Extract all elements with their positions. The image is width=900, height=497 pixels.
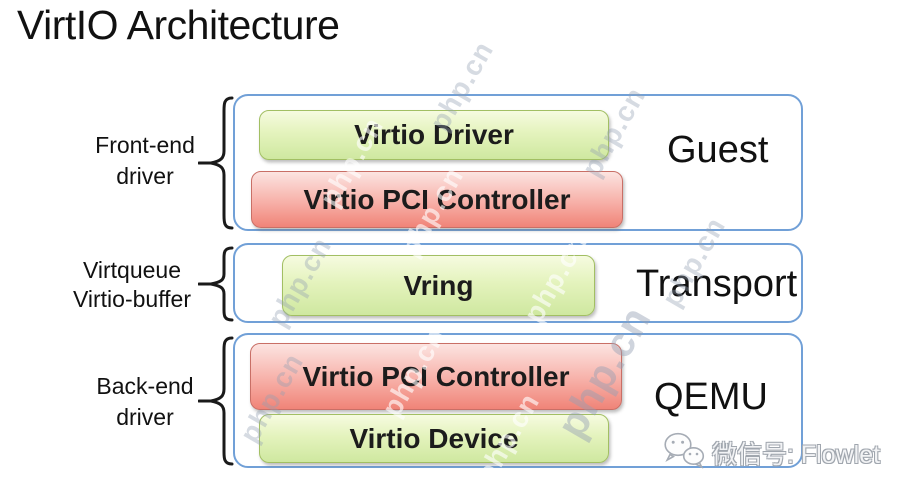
transport-brace-icon: [198, 245, 234, 323]
virtio-device-block: Virtio Device: [259, 414, 609, 463]
guest-label: Guest: [667, 129, 769, 171]
qemu-layer-box: Virtio PCI Controller Virtio Device QEMU: [233, 333, 803, 468]
virtio-driver-block: Virtio Driver: [259, 110, 609, 160]
virtqueue-buffer-label-line2: Virtio-buffer: [72, 286, 192, 312]
virtio-pci-controller-guest-block: Virtio PCI Controller: [251, 171, 623, 228]
back-end-driver-label: Back-end driver: [80, 371, 210, 433]
front-end-driver-label-line2: driver: [116, 163, 174, 189]
qemu-label: QEMU: [654, 376, 768, 418]
wechat-badge: 微信号: Flowlet: [662, 430, 880, 475]
wechat-icon: [662, 430, 706, 475]
virtqueue-buffer-label-line1: Virtqueue: [82, 257, 182, 283]
front-end-driver-label-line1: Front-end: [95, 132, 195, 158]
wechat-id-text: 微信号: Flowlet: [712, 440, 881, 469]
transport-label: Transport: [636, 263, 798, 305]
page-title: VirtIO Architecture: [17, 2, 340, 48]
vring-block: Vring: [282, 255, 595, 316]
virtio-pci-controller-qemu-block: Virtio PCI Controller: [250, 343, 622, 410]
front-end-driver-label: Front-end driver: [80, 130, 210, 192]
back-end-driver-label-line1: Back-end: [96, 373, 194, 399]
transport-layer-box: Vring Transport: [233, 243, 803, 323]
guest-brace-icon: [198, 95, 234, 231]
guest-layer-box: Virtio Driver Virtio PCI Controller Gues…: [233, 94, 803, 231]
qemu-brace-icon: [198, 335, 234, 467]
back-end-driver-label-line2: driver: [116, 404, 174, 430]
virtqueue-buffer-label: Virtqueue Virtio-buffer: [48, 256, 216, 314]
